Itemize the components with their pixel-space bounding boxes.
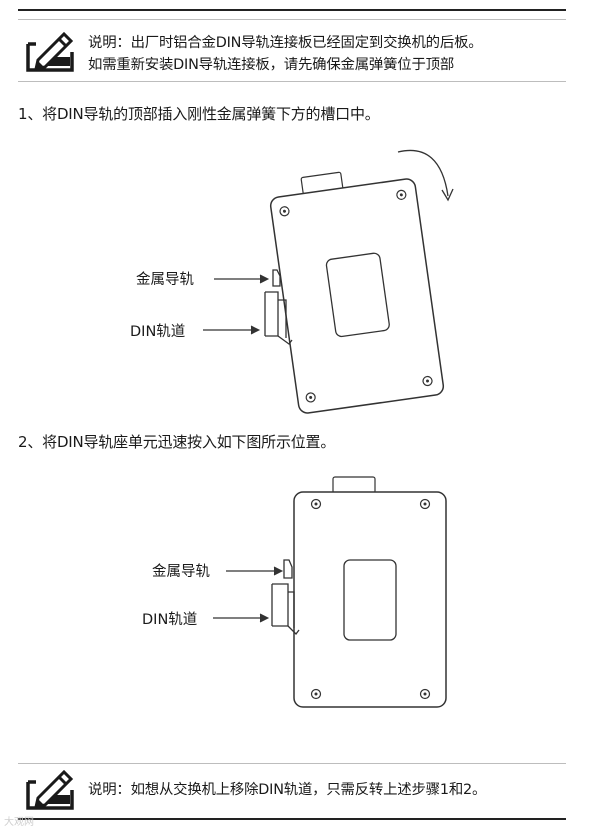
pencil-note-icon (24, 768, 76, 812)
fig2-label-din-track: DIN轨道 (142, 612, 198, 628)
top-note-line2: 如需重新安装DIN导轨连接板，请先确保金属弹簧位于顶部 (88, 57, 455, 73)
rotation-arrow-icon (397, 149, 454, 202)
step2-text: 2、将DIN导轨座单元迅速按入如下图所示位置。 (18, 433, 336, 451)
figure1 (203, 149, 454, 414)
fig2-label-metal-rail: 金属导轨 (152, 564, 210, 580)
bottom-note-top-rule (18, 763, 566, 764)
top-rule (18, 9, 566, 11)
switch-body-upright (293, 476, 447, 708)
top-note-bottom-rule (18, 81, 566, 82)
pencil-note-icon (24, 30, 76, 74)
top-note-line1: 说明：出厂时铝合金DIN导轨连接板已经固定到交换机的后板。 (88, 35, 483, 51)
bottom-note-text: 说明：如想从交换机上移除DIN轨道，只需反转上述步骤1和2。 (88, 782, 487, 798)
watermark-logo: 大观网 (4, 817, 34, 828)
fig1-label-din-track: DIN轨道 (130, 324, 186, 340)
figure2 (213, 476, 447, 708)
din-rail-clip-fig1 (264, 269, 293, 345)
switch-body-tilted (269, 171, 445, 414)
step1-text: 1、将DIN导轨的顶部插入刚性金属弹簧下方的槽口中。 (18, 105, 380, 123)
fig1-label-metal-rail: 金属导轨 (136, 272, 194, 288)
din-rail-clip-fig2 (271, 559, 300, 635)
bottom-rule (18, 818, 566, 820)
top-rule-thin (18, 19, 566, 20)
